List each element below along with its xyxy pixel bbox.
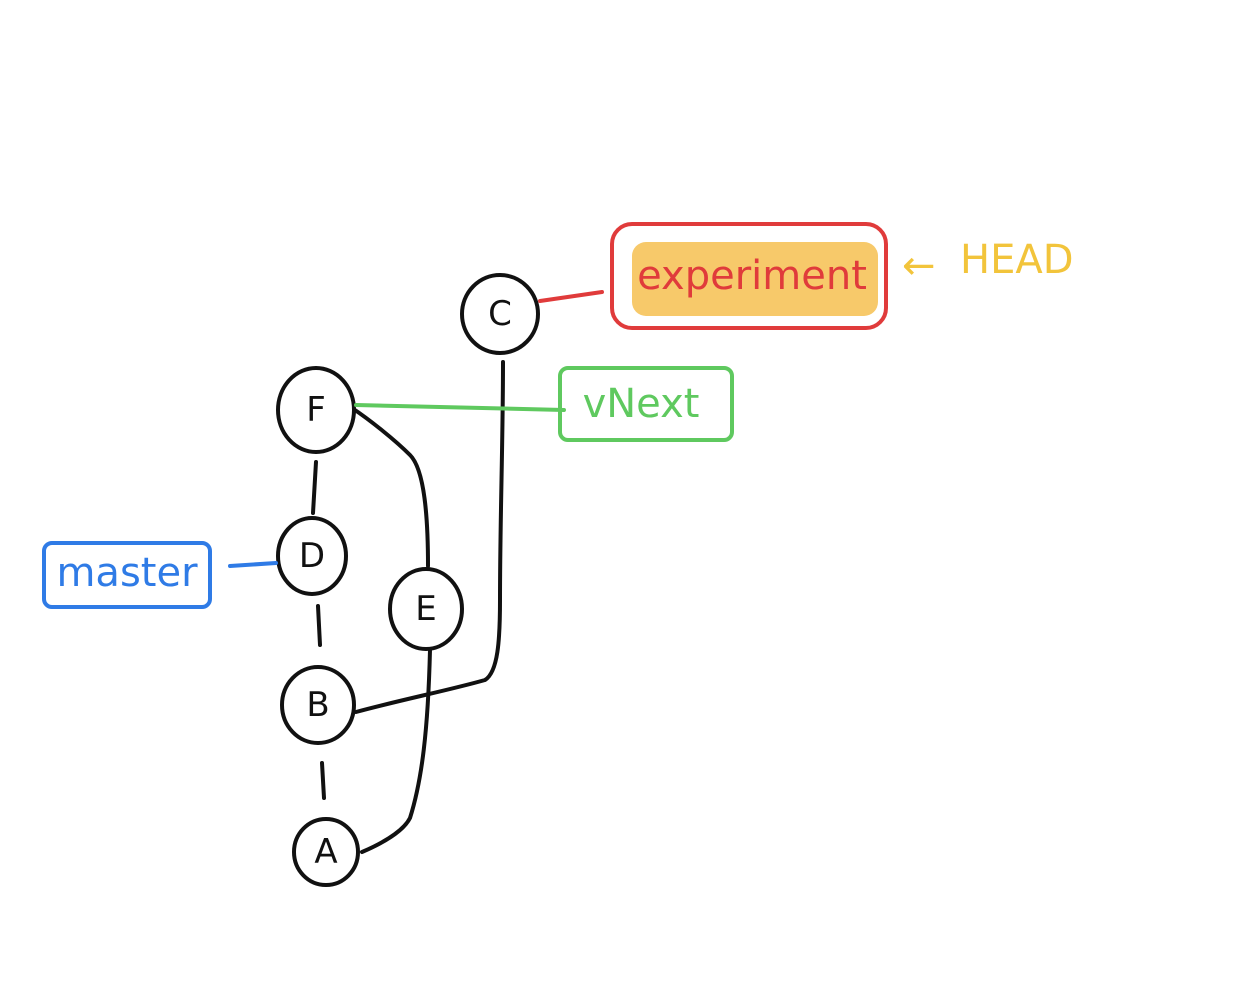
head-label: HEAD	[960, 237, 1074, 283]
svg-text:D: D	[299, 536, 325, 576]
commit-node-b: B	[280, 665, 356, 745]
commit-node-e: E	[388, 567, 464, 651]
vnext-box	[558, 366, 734, 442]
svg-text:A: A	[314, 832, 337, 872]
ref-vnext: vNext	[354, 366, 734, 442]
master-label: master	[56, 550, 198, 596]
head-pointer: ← HEAD	[902, 237, 1074, 289]
edge-a-b	[320, 761, 326, 800]
vnext-label: vNext	[583, 381, 700, 427]
master-box	[42, 541, 212, 609]
svg-text:E: E	[415, 589, 436, 629]
edge-a-e	[360, 648, 432, 854]
edge-d-f	[311, 460, 318, 515]
edge-b-d	[316, 604, 322, 647]
commit-node-c: C	[460, 273, 540, 355]
commit-node-f: F	[276, 366, 356, 454]
experiment-label: experiment	[637, 253, 867, 299]
master-pointer-line	[228, 561, 278, 568]
commit-nodes: A B D F E C	[276, 273, 540, 887]
experiment-highlight	[632, 242, 878, 316]
experiment-box	[610, 222, 888, 330]
head-arrow-icon: ←	[902, 243, 936, 289]
ref-master: master	[42, 541, 278, 609]
vnext-pointer-line	[354, 403, 566, 412]
svg-text:C: C	[488, 294, 512, 334]
commit-node-a: A	[292, 817, 360, 887]
experiment-pointer-line	[538, 290, 604, 303]
edge-b-c	[354, 360, 505, 714]
svg-text:B: B	[306, 685, 329, 725]
ref-experiment: experiment	[538, 222, 888, 330]
commit-node-d: D	[276, 516, 348, 596]
edge-e-f	[350, 406, 430, 568]
svg-text:F: F	[306, 390, 326, 430]
graph-edges	[311, 360, 505, 854]
